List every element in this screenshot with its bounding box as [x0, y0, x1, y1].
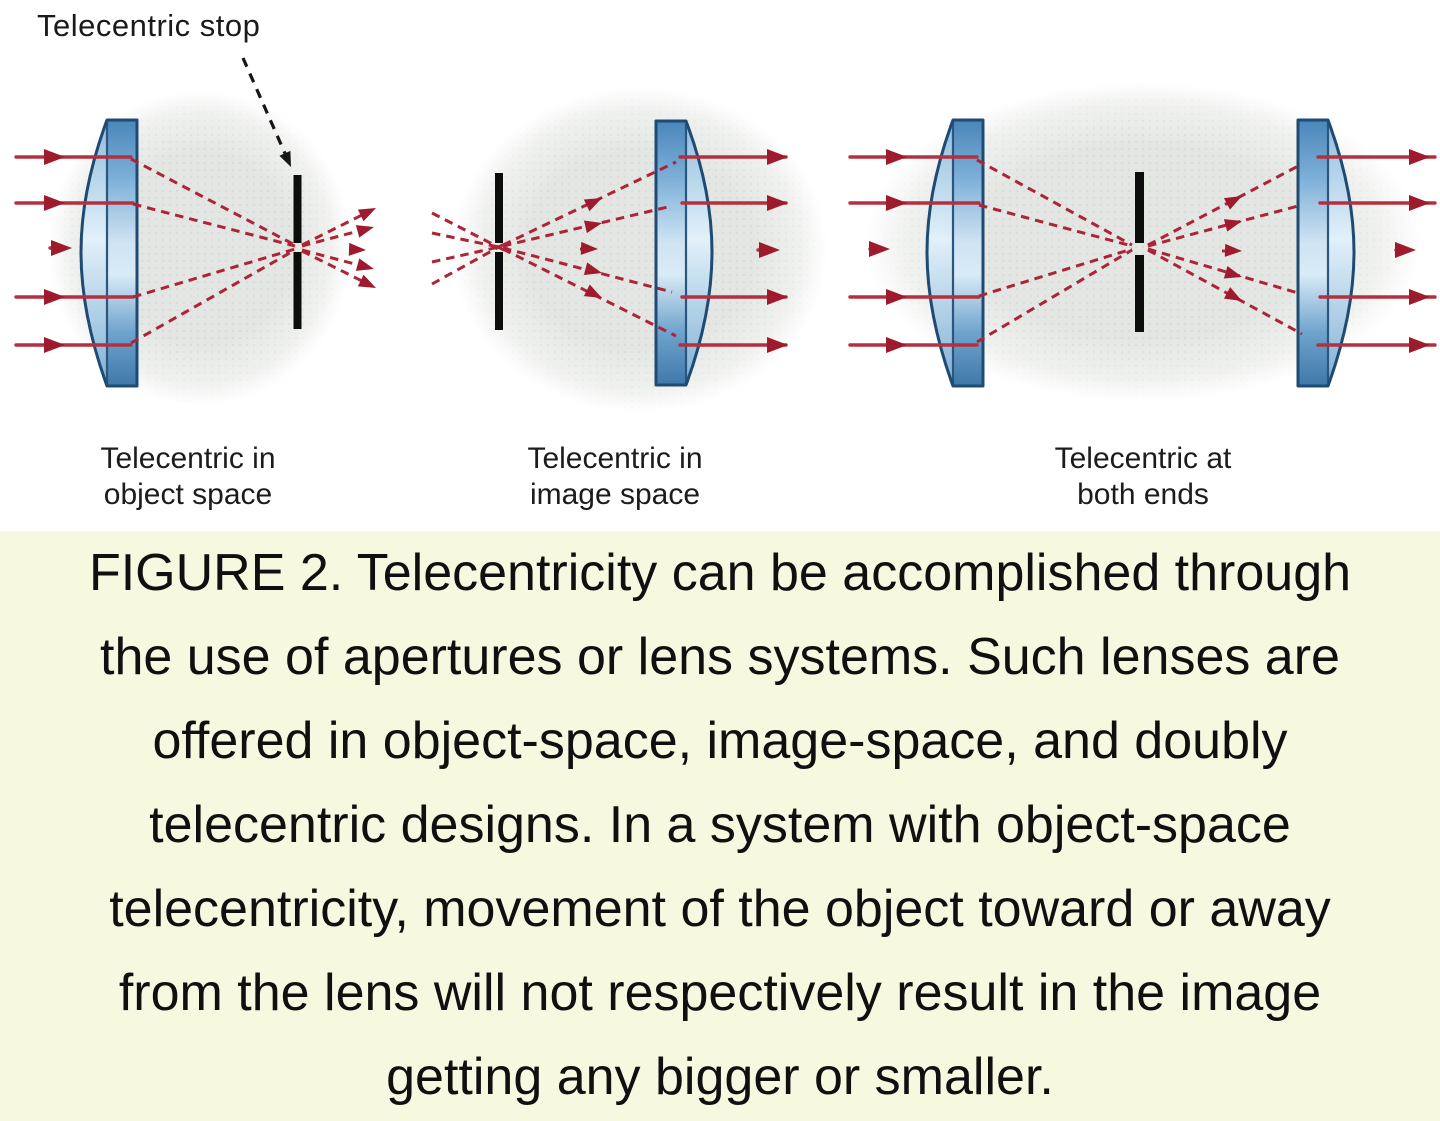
arrowhead — [1409, 289, 1430, 305]
label-object-space: Telecentric in object space — [100, 442, 276, 511]
glow-blob-stipple — [452, 87, 828, 413]
caption-line: getting any bigger or smaller. — [386, 1048, 1054, 1106]
lens-body — [1298, 120, 1328, 386]
ray-dashed — [502, 160, 677, 247]
arrowhead — [44, 337, 65, 353]
leader-line — [241, 57, 289, 159]
lens-outline — [79, 118, 139, 388]
caption-line: offered in object-space, image-space, an… — [152, 712, 1288, 770]
ray-dashed — [502, 247, 677, 338]
arrowhead — [348, 242, 367, 257]
arrowhead — [886, 337, 907, 353]
lens-front-surface — [1328, 120, 1354, 386]
stop-upper-blade — [495, 173, 503, 243]
lens-front-surface — [927, 120, 953, 386]
exit-rays — [1316, 149, 1437, 353]
arrowhead — [44, 149, 65, 165]
entry-rays — [14, 149, 135, 353]
ray-dashed — [976, 248, 1133, 344]
caption-line: from the lens will not respectively resu… — [118, 964, 1322, 1022]
caption-line: telecentricity, movement of the object t… — [109, 880, 1331, 938]
caption-line: telecentric designs. In a system with ob… — [149, 796, 1291, 854]
ray-dashed — [301, 210, 369, 247]
ray-dashed — [130, 157, 296, 247]
ray-dashed — [1147, 204, 1299, 248]
diagram-object-space — [14, 57, 379, 406]
lens-body — [656, 121, 686, 385]
ray-dashed — [1147, 162, 1303, 247]
arrowhead — [357, 274, 379, 294]
ray-dashed — [1147, 248, 1303, 336]
caption-line: the use of apertures or lens systems. Su… — [100, 628, 1340, 686]
ray-dashed — [130, 248, 296, 345]
lens — [654, 119, 714, 387]
stop-lower-blade — [495, 252, 503, 330]
ray-dashed — [1147, 247, 1299, 295]
ray-dashed — [301, 227, 367, 248]
arrowhead — [355, 258, 376, 276]
converging-rays — [130, 157, 296, 345]
lens-outline — [925, 118, 985, 388]
aperture-stop — [495, 173, 503, 330]
diverging-rays — [1147, 162, 1303, 336]
diverging-rays — [301, 202, 379, 294]
diverging-rays — [502, 160, 677, 338]
arrowhead — [1409, 149, 1430, 165]
stop-lower-blade — [1135, 255, 1144, 332]
stop-upper-blade — [1135, 172, 1144, 243]
diagram-area: Telecentric stop Telecentric in object s… — [0, 0, 1440, 531]
lens-front-surface — [81, 120, 107, 386]
ray-dashed — [978, 247, 1133, 298]
diagram-image-space — [431, 87, 828, 413]
telecentric-stop-annotation: Telecentric stop — [37, 8, 261, 43]
ray-dashed — [301, 249, 369, 286]
label-both-ends: Telecentric at both ends — [1054, 442, 1232, 511]
ray-dashed — [978, 203, 1133, 248]
stop-leader-arrow — [241, 57, 297, 170]
arrowhead — [1409, 337, 1430, 353]
lens — [79, 118, 139, 388]
caption-line: FIGURE 2. Telecentricity can be accompli… — [88, 544, 1352, 602]
entry-rays — [848, 149, 981, 353]
converging-rays — [976, 158, 1133, 344]
ray-dashed — [976, 158, 1133, 247]
ray-dashed — [301, 248, 367, 269]
aperture-stop — [1135, 172, 1144, 332]
exit-rays — [678, 149, 788, 353]
converging-rays — [431, 211, 509, 286]
diagram-both-ends — [848, 82, 1437, 402]
arrowhead — [355, 220, 376, 238]
lens-front-surface — [686, 121, 712, 385]
figure-caption: FIGURE 2. Telecentricity can be accompli… — [0, 531, 1440, 1121]
optics-diagram-svg — [14, 57, 1437, 413]
label-image-space: Telecentric in image space — [527, 442, 703, 511]
lens-right — [1296, 118, 1356, 388]
arrowhead — [357, 202, 379, 222]
stop-lower-blade — [293, 252, 302, 329]
stop-upper-blade — [293, 175, 302, 243]
arrowhead — [1409, 195, 1430, 211]
lens-outline — [654, 119, 714, 387]
aperture-stop — [293, 175, 302, 329]
lens-outline — [1296, 118, 1356, 388]
